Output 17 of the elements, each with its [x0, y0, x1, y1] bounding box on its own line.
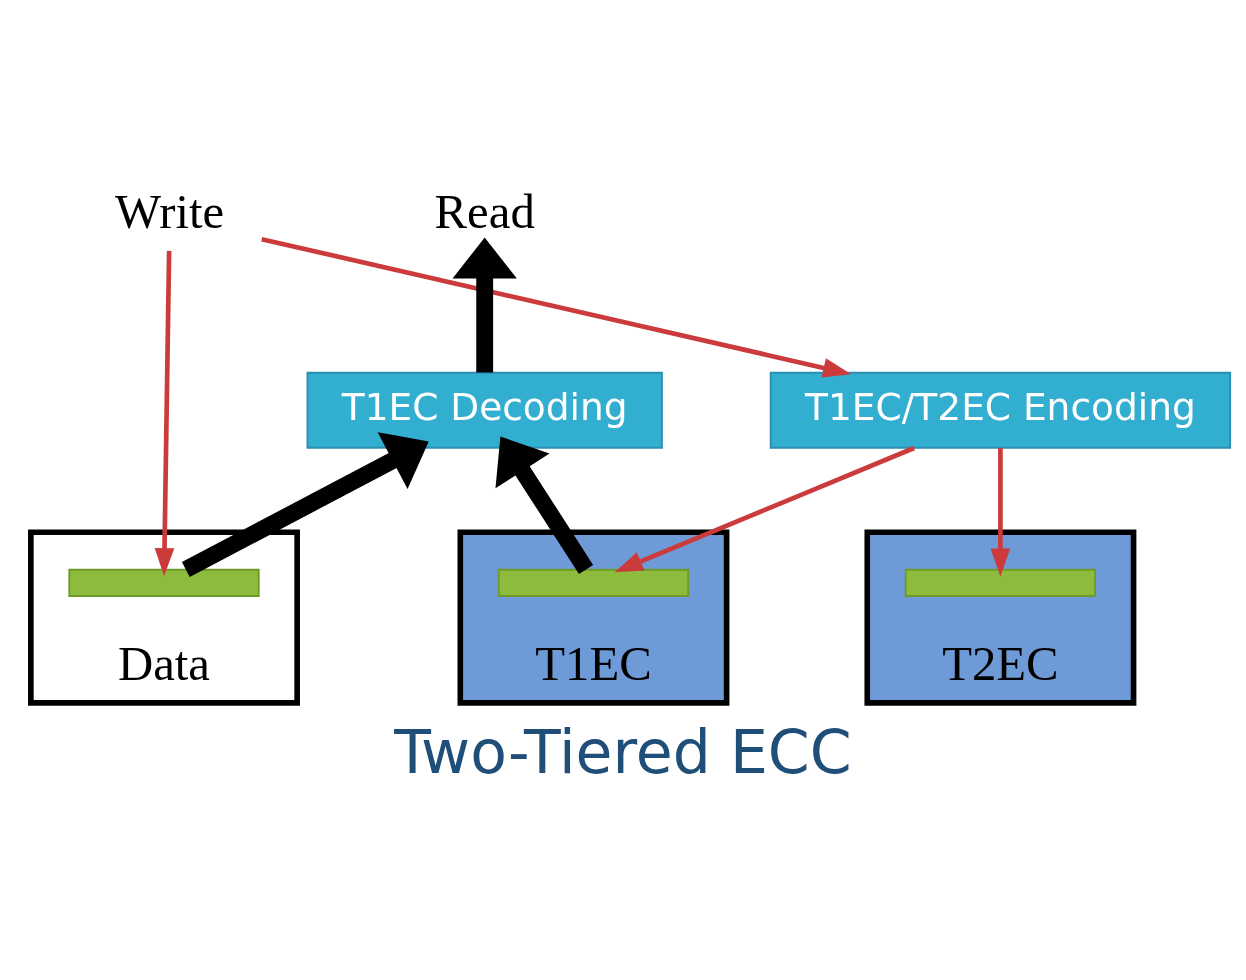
- node-text: Read: [434, 185, 535, 240]
- arrow: [990, 447, 1011, 577]
- arrow: [261, 236, 852, 378]
- node-box: T1EC Decoding: [306, 371, 663, 449]
- cluster: T2EC: [864, 529, 1137, 706]
- diagram-title: Two-Tiered ECC: [394, 717, 852, 788]
- node-box: T1EC/T2EC Encoding: [769, 371, 1232, 449]
- node-bar: [68, 568, 260, 597]
- node-text: Write: [115, 185, 225, 240]
- arrow: [614, 445, 915, 573]
- node-bar: [497, 568, 690, 597]
- cluster: T1EC: [457, 529, 730, 706]
- arrow: [452, 237, 517, 373]
- arrow: [154, 250, 175, 577]
- node-bar: [904, 568, 1097, 597]
- cluster: Data: [28, 529, 300, 706]
- arrow: [181, 432, 429, 577]
